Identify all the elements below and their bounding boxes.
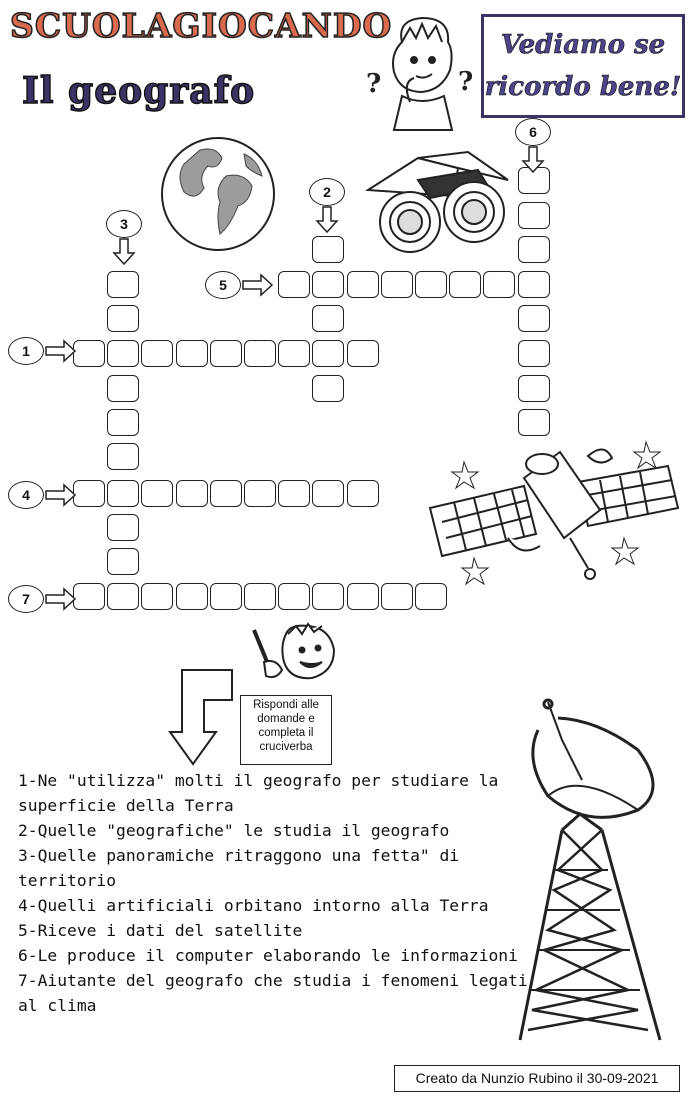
crossword-cell[interactable]	[141, 480, 174, 507]
crossword-cell[interactable]	[73, 340, 105, 367]
crossword-cell[interactable]	[346, 480, 379, 507]
crossword-cell[interactable]	[209, 583, 242, 610]
crossword-cell[interactable]	[312, 375, 345, 402]
clue-number-7: 7	[8, 585, 44, 613]
antenna-tower-icon	[518, 698, 662, 1041]
clue-number-2: 2	[309, 178, 345, 206]
clue-6: 6-Le produce il computer elaborando le i…	[18, 946, 518, 965]
crossword-cell[interactable]	[107, 305, 140, 332]
clue-number-5: 5	[205, 271, 241, 299]
clue-7: 7-Aiutante del geografo che studia i fen…	[18, 971, 528, 1015]
clues-list: 1-Ne "utilizza" molti il geografo per st…	[18, 768, 528, 1018]
crossword-cell[interactable]	[141, 340, 174, 367]
crossword-cell[interactable]	[517, 375, 550, 402]
clue-1: 1-Ne "utilizza" molti il geografo per st…	[18, 771, 499, 815]
crossword-cell[interactable]	[312, 583, 345, 610]
crossword-cell[interactable]	[278, 271, 311, 298]
crossword-cell[interactable]	[278, 480, 311, 507]
credit-label: Creato da Nunzio Rubino il 30-09-2021	[394, 1065, 680, 1092]
crossword-cell[interactable]	[346, 583, 379, 610]
crossword-cell[interactable]	[517, 236, 550, 263]
binoculars-icon	[364, 150, 509, 253]
down-arrow-icon	[168, 669, 233, 766]
site-name: SCUOLAGIOCANDO	[9, 5, 393, 46]
crossword-cell[interactable]	[312, 236, 345, 263]
crossword-cell[interactable]	[449, 271, 482, 298]
crossword-cell[interactable]	[312, 271, 345, 298]
crossword-cell[interactable]	[278, 340, 311, 367]
crossword-cell[interactable]	[517, 202, 550, 229]
crossword-cell[interactable]	[517, 305, 550, 332]
clue-4: 4-Quelli artificiali orbitano intorno al…	[18, 896, 489, 915]
thinking-boy-icon: ? ?	[366, 16, 473, 131]
crossword-cell[interactable]	[209, 340, 242, 367]
crossword-cell[interactable]	[209, 480, 242, 507]
writing-boy-icon	[252, 622, 336, 680]
page-title: Il geografo	[21, 69, 256, 112]
pointer-arrow-icon	[315, 206, 339, 234]
crossword-cell[interactable]	[312, 480, 345, 507]
pointer-arrow-icon	[45, 587, 77, 611]
pointer-arrow-icon	[45, 483, 77, 507]
crossword-cell[interactable]	[380, 583, 413, 610]
boxed-title-line2: ricordo bene!	[484, 72, 682, 103]
crossword-cell[interactable]	[517, 271, 550, 298]
crossword-cell[interactable]	[107, 375, 140, 402]
crossword-cell[interactable]	[107, 443, 140, 470]
crossword-cell[interactable]	[141, 583, 174, 610]
clue-number-1: 1	[8, 337, 44, 365]
crossword-cell[interactable]	[312, 340, 345, 367]
crossword-cell[interactable]	[517, 340, 550, 367]
pointer-arrow-icon	[45, 339, 77, 363]
crossword-cell[interactable]	[312, 305, 345, 332]
crossword-cell[interactable]	[73, 480, 105, 507]
crossword-cell[interactable]	[278, 583, 311, 610]
crossword-cell[interactable]	[107, 583, 140, 610]
clue-2: 2-Quelle "geografiche" le studia il geog…	[18, 821, 450, 840]
crossword-cell[interactable]	[346, 271, 379, 298]
clue-number-6: 6	[515, 118, 551, 146]
crossword-cell[interactable]	[346, 340, 379, 367]
crossword-cell[interactable]	[483, 271, 516, 298]
pointer-arrow-icon	[242, 273, 274, 297]
crossword-cell[interactable]	[175, 480, 208, 507]
crossword-cell[interactable]	[175, 340, 208, 367]
clue-number-3: 3	[106, 210, 142, 238]
crossword-cell[interactable]	[107, 271, 140, 298]
crossword-cell[interactable]	[380, 271, 413, 298]
crossword-cell[interactable]	[415, 583, 447, 610]
crossword-cell[interactable]	[244, 340, 276, 367]
boxed-title: Vediamo se ricordo bene!	[481, 14, 685, 118]
crossword-cell[interactable]	[415, 271, 447, 298]
globe-icon	[161, 137, 275, 251]
crossword-cell[interactable]	[73, 583, 105, 610]
crossword-cell[interactable]	[175, 583, 208, 610]
satellite-icon	[428, 440, 680, 586]
crossword-cell[interactable]	[517, 409, 550, 436]
crossword-cell[interactable]	[107, 548, 140, 575]
instruction-note: Rispondi alle domande e completa il cruc…	[240, 695, 332, 765]
clue-3: 3-Quelle panoramiche ritraggono una fett…	[18, 846, 460, 890]
crossword-cell[interactable]	[107, 409, 140, 436]
crossword-cell[interactable]	[244, 480, 276, 507]
crossword-cell[interactable]	[244, 583, 276, 610]
pointer-arrow-icon	[521, 146, 545, 174]
pointer-arrow-icon	[112, 238, 136, 266]
boxed-title-line1: Vediamo se	[500, 30, 666, 61]
crossword-cell[interactable]	[107, 514, 140, 541]
clue-number-4: 4	[8, 481, 44, 509]
crossword-cell[interactable]	[107, 480, 140, 507]
clue-5: 5-Riceve i dati del satellite	[18, 921, 303, 940]
svg-text:?: ?	[458, 67, 473, 97]
svg-text:?: ?	[366, 69, 381, 99]
crossword-cell[interactable]	[107, 340, 140, 367]
